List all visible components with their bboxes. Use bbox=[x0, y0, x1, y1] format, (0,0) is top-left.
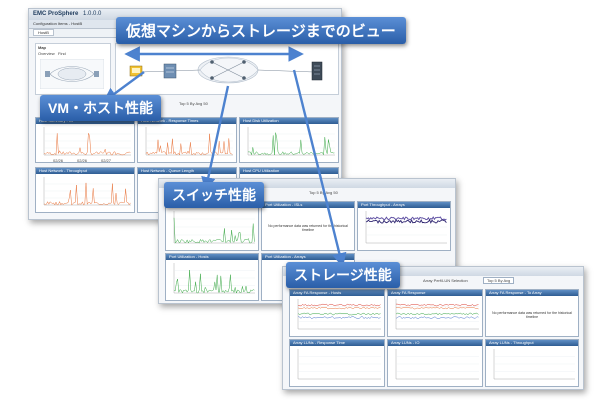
callout-vm-host: VM・ホスト性能 bbox=[40, 95, 161, 121]
map-thumbnail[interactable] bbox=[40, 59, 104, 89]
menu-config-items[interactable]: Configuration Items - HostB bbox=[33, 21, 83, 26]
map-tab-find[interactable]: Find bbox=[58, 51, 66, 56]
topology-diagram bbox=[129, 56, 323, 84]
panel-title: Array FA Response bbox=[388, 290, 482, 296]
storage-chart-5 bbox=[395, 349, 479, 380]
storage-toolbar-label: Array Perf/LUN Selection bbox=[423, 278, 468, 283]
panel-title: Array LUNs - IO bbox=[388, 340, 482, 346]
app-version: 1.0.0.0 bbox=[83, 11, 102, 17]
host-server-icon bbox=[163, 63, 177, 79]
tab-hostb[interactable]: HostB bbox=[33, 29, 54, 36]
storage-toolbar-select[interactable]: Top 5 By Avg bbox=[483, 277, 515, 284]
panel-title: Port Utilization - Arrays bbox=[262, 254, 354, 260]
storage-panel-1: Array FA Response - Hosts bbox=[289, 289, 385, 337]
panel-title: Port Utilization - ISLs bbox=[262, 202, 354, 208]
panel-title: Host CPU Utilization bbox=[240, 168, 338, 174]
map-label: Map bbox=[38, 45, 46, 50]
switch-panel-4: Port Utilization - Hosts bbox=[165, 253, 259, 301]
storage-window-title bbox=[283, 267, 583, 276]
switch-panel-3: Port Throughput - Arrays bbox=[357, 201, 451, 251]
panel-title: Array FA Response - Hosts bbox=[290, 290, 384, 296]
switch-chart-1 bbox=[173, 211, 255, 244]
switch-chart-4 bbox=[173, 263, 255, 294]
callout-storage: ストレージ性能 bbox=[286, 262, 400, 288]
no-data-message: No performance data was returned for the… bbox=[492, 311, 572, 320]
storage-chart-4 bbox=[297, 349, 381, 380]
host-panel-4: Host Network - Throughput bbox=[35, 167, 135, 213]
switch-chart-3 bbox=[365, 211, 447, 244]
host-panel-3: Host Disk Utilization bbox=[239, 117, 339, 163]
panel-title: Host Network - Response Times bbox=[138, 118, 236, 124]
x-tick: 02/26 bbox=[77, 158, 88, 163]
host-panel-2: Host Network - Response Times bbox=[137, 117, 237, 163]
map-tab-overview[interactable]: Overview bbox=[38, 51, 55, 56]
storage-panel-3: Array FA Response - To Array No performa… bbox=[485, 289, 579, 337]
storage-panel-6: Array LUNs - Throughput bbox=[485, 339, 579, 387]
no-data-message: No performance data was returned for the… bbox=[268, 224, 348, 233]
callout-top: 仮想マシンからストレージまでのビュー bbox=[116, 17, 406, 44]
panel-title: Host Network - Throughput bbox=[36, 168, 134, 174]
host-toolbar-text: Top 5 By Avg 50 bbox=[179, 101, 208, 106]
map-overview-panel: Map Overview Find bbox=[35, 43, 111, 95]
panel-title: Array LUNs - Throughput bbox=[486, 340, 578, 346]
storage-panel-4: Array LUNs - Response Time bbox=[289, 339, 385, 387]
host-chart-4 bbox=[43, 177, 131, 206]
arrow-storage bbox=[292, 69, 347, 268]
host-chart-3 bbox=[247, 127, 335, 156]
panel-title: Array FA Response - To Array bbox=[486, 290, 578, 296]
panel-title: Array LUNs - Response Time bbox=[290, 340, 384, 346]
arrow-switch bbox=[201, 85, 230, 192]
panel-title: Host Disk Utilization bbox=[240, 118, 338, 124]
panel-title: Port Utilization - Hosts bbox=[166, 254, 258, 260]
switch-panel-2: Port Utilization - ISLs No performance d… bbox=[261, 201, 355, 251]
x-tick: 02/26 bbox=[53, 158, 64, 163]
callout-switch: スイッチ性能 bbox=[164, 182, 264, 208]
storage-chart-1 bbox=[297, 299, 381, 330]
switch-panel-1: Port Throughput - Hosts bbox=[165, 201, 259, 251]
app-title: EMC ProSphere bbox=[33, 11, 79, 17]
panel-title: Port Throughput - Arrays bbox=[358, 202, 450, 208]
panel-title: Host Network - Queue Length bbox=[138, 168, 236, 174]
x-tick: 02/27 bbox=[101, 158, 112, 163]
storage-panel-5: Array LUNs - IO bbox=[387, 339, 483, 387]
vm-icon bbox=[129, 65, 143, 77]
app-title-bar: EMC ProSphere 1.0.0.0 bbox=[29, 9, 341, 20]
host-chart-1 bbox=[43, 127, 131, 156]
storage-chart-2 bbox=[395, 299, 479, 330]
storage-panel-2: Array FA Response bbox=[387, 289, 483, 337]
switch-window-title bbox=[159, 179, 455, 188]
storage-chart-6 bbox=[493, 349, 575, 380]
storage-array-icon bbox=[311, 61, 323, 81]
